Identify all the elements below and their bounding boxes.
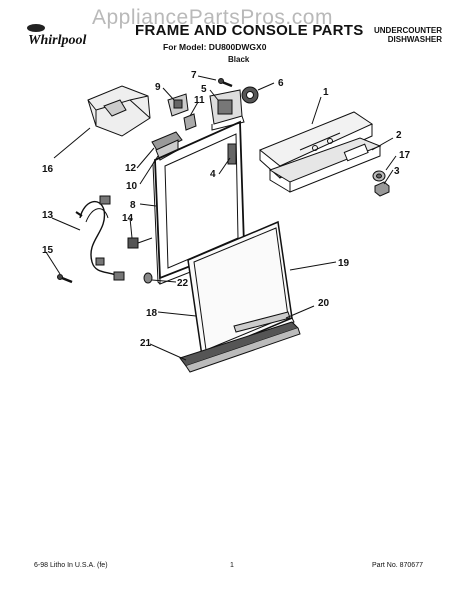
model-number: For Model: DU800DWGX0 [163,42,267,52]
appliance-category: UNDERCOUNTER DISHWASHER [364,26,442,44]
part-15-screw [57,274,73,284]
callout-10: 10 [126,181,138,192]
callout-21: 21 [140,338,152,349]
callout-8: 8 [130,200,136,211]
callout-13: 13 [42,210,54,221]
part-12-switch [151,131,183,153]
part-3-button [374,181,390,197]
part-6-dial [241,86,259,104]
part-4-latch [227,143,237,165]
callout-6: 6 [278,78,284,89]
callout-1: 1 [323,87,329,98]
footer-litho: 6-98 Litho In U.S.A. (fe) [34,562,108,569]
part-7-screw [218,78,233,88]
part-2-console-trim [268,137,382,193]
model-color: Black [228,55,250,64]
callout-14: 14 [122,213,134,224]
category-line-1: UNDERCOUNTER [374,26,442,35]
callout-7: 7 [191,70,197,81]
callout-20: 20 [318,298,330,309]
part-13-wire-harness [75,195,125,281]
whirlpool-logo: Whirlpool [26,22,90,48]
brand-name: Whirlpool [28,33,86,48]
callout-9: 9 [155,82,161,93]
callout-3: 3 [394,166,400,177]
callout-16: 16 [42,164,54,175]
part-20-trim-strip [233,311,291,333]
callout-18: 18 [146,308,158,319]
part-22-plug [143,272,153,284]
part-5-latch-bracket [209,89,245,131]
callout-11: 11 [194,95,205,106]
part-14-connector [127,237,153,249]
watermark: AppliancePartsPros.com [92,6,333,29]
callout-4: 4 [210,169,216,180]
category-line-2: DISHWASHER [387,35,442,44]
callout-2: 2 [396,130,402,141]
footer-page-number: 1 [230,562,234,569]
part-16-vent-cover [87,85,151,137]
callout-15: 15 [42,245,54,256]
footer-part-number: Part No. 870677 [372,562,423,569]
callout-17: 17 [399,150,411,161]
callout-5: 5 [201,84,207,95]
callout-22: 22 [177,278,189,289]
part-17-knob [372,170,386,182]
page-title: FRAME AND CONSOLE PARTS [135,22,364,39]
callout-19: 19 [338,258,350,269]
part-11-clip [183,113,197,131]
callout-12: 12 [125,163,137,174]
part-21-bottom-trim [179,321,301,373]
